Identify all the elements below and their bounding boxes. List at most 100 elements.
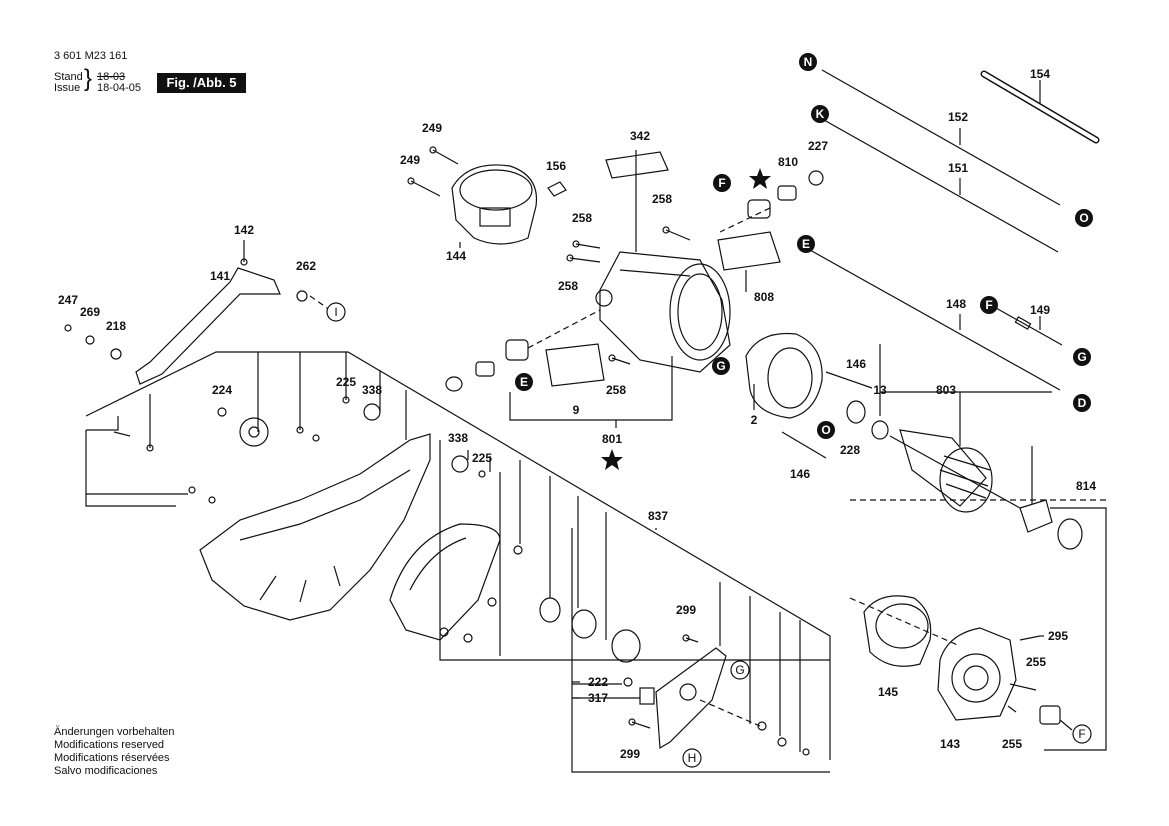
issue-label: Issue xyxy=(54,82,81,94)
connector-g-icon: G xyxy=(730,660,750,680)
part-label: 146 xyxy=(846,357,866,371)
part-label: 144 xyxy=(446,249,466,263)
notes-block: Änderungen vorbehalten Modifications res… xyxy=(54,726,174,778)
svg-text:D: D xyxy=(1078,396,1087,410)
connector-e-icon: E xyxy=(515,373,533,391)
part-label: 154 xyxy=(1030,67,1050,81)
svg-text:F: F xyxy=(718,176,725,190)
lower-guard-part xyxy=(389,523,501,641)
svg-text:E: E xyxy=(802,237,810,251)
svg-text:O: O xyxy=(1079,211,1088,225)
side-plate-part xyxy=(655,647,727,750)
washer-part-338 xyxy=(363,403,381,421)
connector-i-icon: I xyxy=(326,302,346,322)
part-label: 249 xyxy=(400,153,420,167)
brace-icon: } xyxy=(84,65,93,92)
note-en: Modifications reserved xyxy=(54,739,165,751)
issue-date: 18-04-05 xyxy=(97,82,142,94)
part-label: 258 xyxy=(558,279,578,293)
part-label: 249 xyxy=(422,121,442,135)
cable-part-152 xyxy=(821,69,1061,206)
lever-part-141 xyxy=(135,267,281,385)
part-label: 269 xyxy=(80,305,100,319)
svg-text:I: I xyxy=(334,305,337,319)
part-label: 299 xyxy=(620,747,640,761)
svg-text:N: N xyxy=(804,55,813,69)
connector-f-icon: F xyxy=(980,296,998,314)
field-coil-part-2 xyxy=(745,332,823,419)
part-label: 156 xyxy=(546,159,566,173)
part-label: 222 xyxy=(588,675,608,689)
part-label: 255 xyxy=(1002,737,1022,751)
label-part-342 xyxy=(605,151,669,179)
ring-part-228 xyxy=(846,400,866,424)
part-label: 2 xyxy=(751,413,758,427)
part-label: 803 xyxy=(936,383,956,397)
label-part-808 xyxy=(717,231,781,271)
part-label: 837 xyxy=(648,509,668,523)
connector-f-icon: F xyxy=(713,174,731,192)
part-label: 258 xyxy=(572,211,592,225)
part-label: 151 xyxy=(948,161,968,175)
connector-n-icon: N xyxy=(799,53,817,71)
svg-text:G: G xyxy=(1077,350,1086,364)
motor-housing-part xyxy=(595,251,731,373)
pinion-part xyxy=(1039,705,1061,725)
bearing-part-814 xyxy=(1057,518,1083,550)
brush-holder-part xyxy=(747,199,771,219)
part-label: 258 xyxy=(606,383,626,397)
part-label: 262 xyxy=(296,259,316,273)
part-label: 13 xyxy=(873,383,887,397)
ring-part-13 xyxy=(871,420,889,440)
part-label: 338 xyxy=(362,383,382,397)
connector-e-icon: E xyxy=(797,235,815,253)
document-number: 3 601 M23 161 xyxy=(54,50,128,62)
part-label: 338 xyxy=(448,431,468,445)
part-label: 295 xyxy=(1048,629,1068,643)
part-label: 227 xyxy=(808,139,828,153)
note-fr: Modifications réservées xyxy=(54,752,170,764)
gear-housing-part-143 xyxy=(937,627,1017,721)
star-icon xyxy=(749,168,771,189)
part-label: 145 xyxy=(878,685,898,699)
part-label: 148 xyxy=(946,297,966,311)
svg-text:E: E xyxy=(520,375,528,389)
star-icon xyxy=(601,449,623,470)
end-cap-part-144 xyxy=(451,164,538,245)
part-label: 143 xyxy=(940,737,960,751)
svg-text:F: F xyxy=(1078,727,1085,741)
washer-part-224 xyxy=(239,417,269,447)
part-label: 801 xyxy=(602,432,622,446)
stand-date: 18-03 xyxy=(97,71,126,83)
svg-text:H: H xyxy=(688,751,697,765)
part-label: 9 xyxy=(573,403,580,417)
part-label: 146 xyxy=(790,467,810,481)
cable-part-151 xyxy=(823,119,1059,253)
part-label: 228 xyxy=(840,443,860,457)
part-label: 810 xyxy=(778,155,798,169)
part-label: 808 xyxy=(754,290,774,304)
part-label: 224 xyxy=(212,383,232,397)
part-label: 225 xyxy=(472,451,492,465)
connector-g-icon: G xyxy=(1073,348,1091,366)
armature-part-803 xyxy=(889,429,1021,513)
part-label: 141 xyxy=(210,269,230,283)
part-label: 247 xyxy=(58,293,78,307)
svg-text:G: G xyxy=(716,359,725,373)
connector-h-icon: H xyxy=(682,748,702,768)
part-label: 814 xyxy=(1076,479,1096,493)
connector-o-icon: O xyxy=(817,421,835,439)
connector-d-icon: D xyxy=(1073,394,1091,412)
part-label: 149 xyxy=(1030,303,1050,317)
note-de: Änderungen vorbehalten xyxy=(54,726,175,738)
label-part-9 xyxy=(545,343,605,387)
part-label: 225 xyxy=(336,375,356,389)
part-label: 258 xyxy=(652,192,672,206)
connector-g-icon: G xyxy=(712,357,730,375)
part-label: 317 xyxy=(588,691,608,705)
svg-text:F: F xyxy=(985,298,992,312)
svg-text:O: O xyxy=(821,423,830,437)
blade-guard-part xyxy=(199,433,431,621)
part-label: 299 xyxy=(676,603,696,617)
